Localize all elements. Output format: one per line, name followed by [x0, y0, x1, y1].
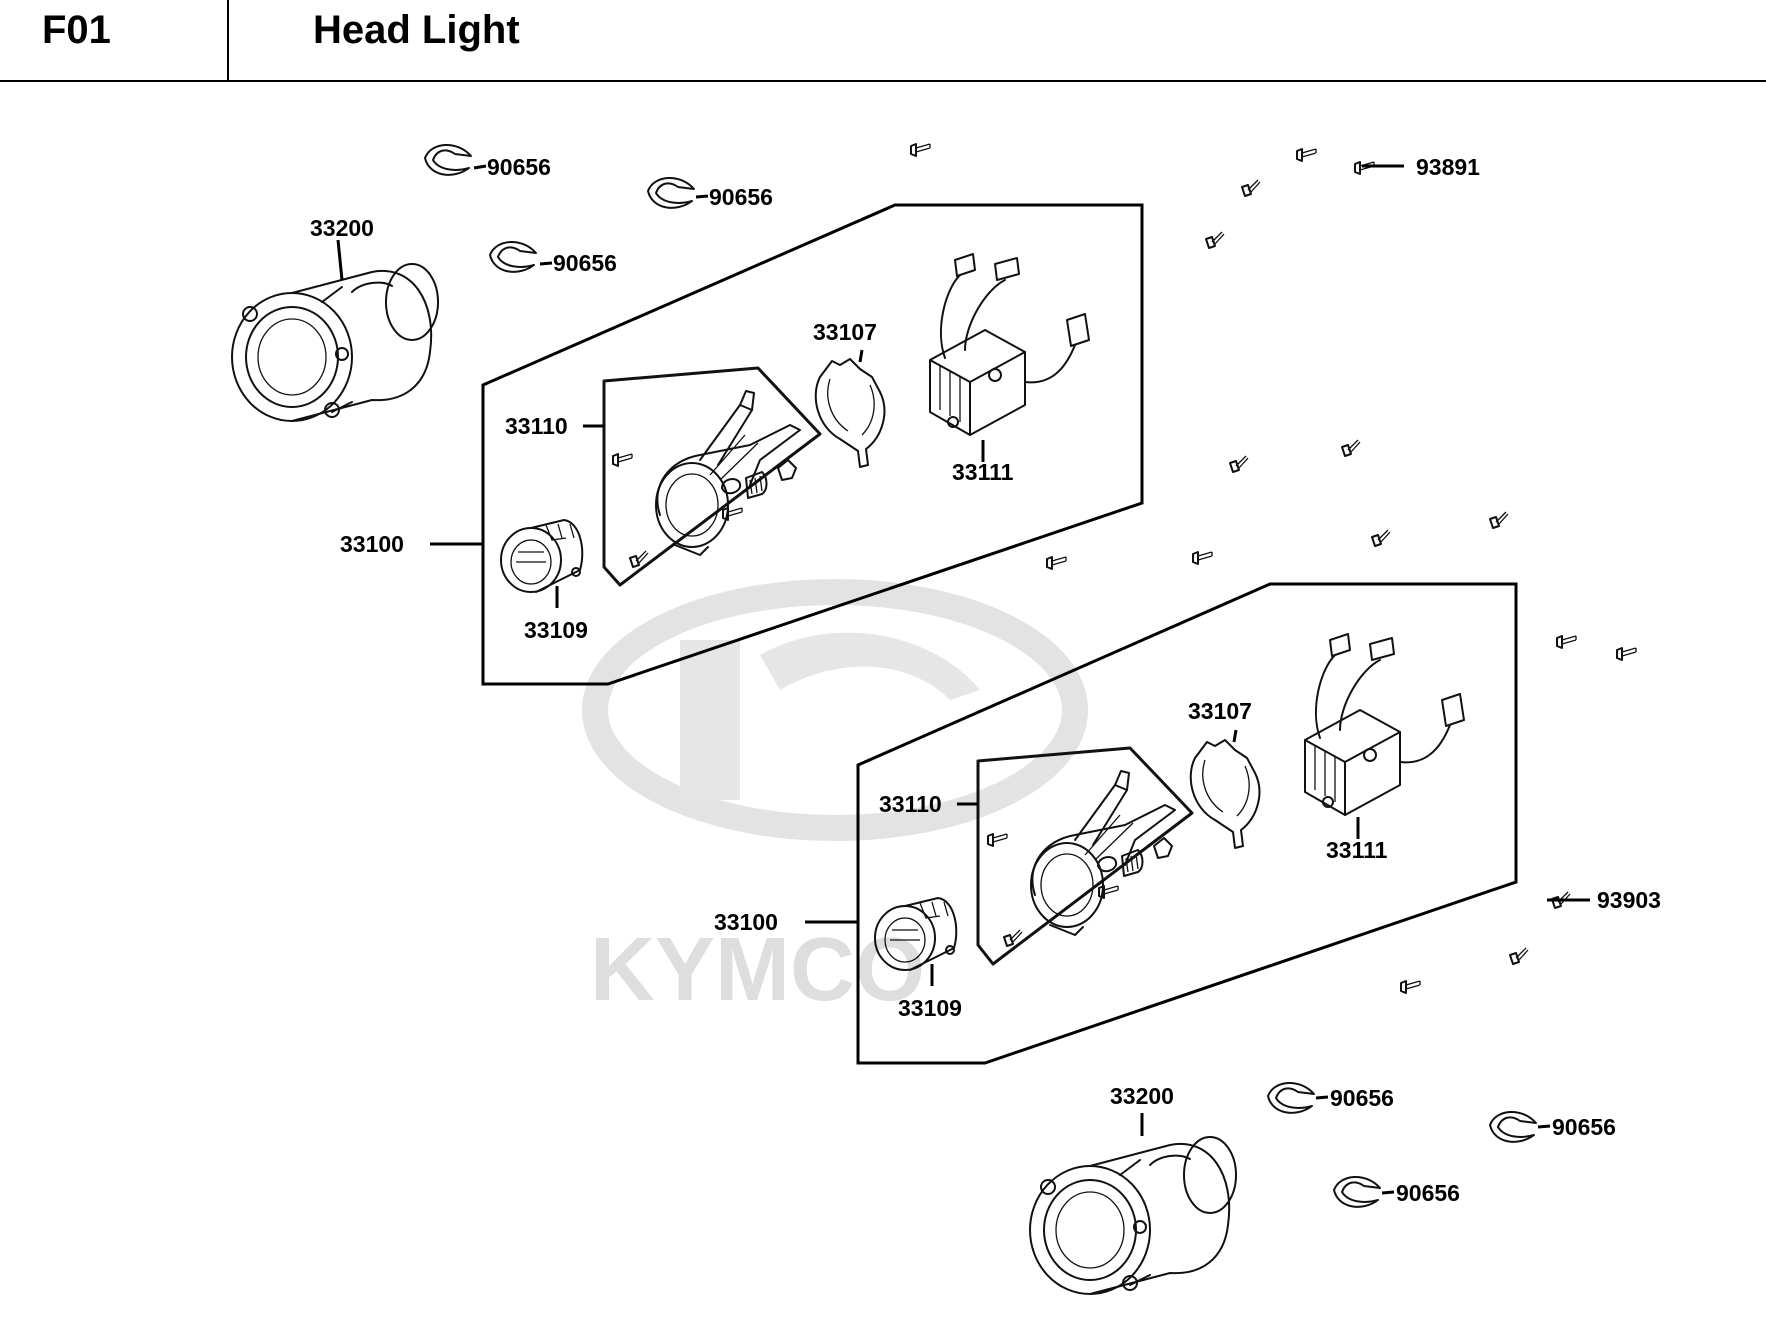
- part-label-90656: 90656: [553, 250, 617, 276]
- screw-part: [987, 833, 1008, 847]
- part-label-33110: 33110: [505, 413, 568, 439]
- screw-part: [1046, 556, 1067, 570]
- part-label-33110: 33110: [879, 791, 942, 817]
- part-label-90656: 90656: [1330, 1085, 1394, 1111]
- leader-lines: [336, 164, 1590, 1195]
- part-label-33111: 33111: [1326, 837, 1388, 863]
- part-label-33100: 33100: [714, 909, 778, 935]
- header-divider: [227, 0, 229, 82]
- part-label-33100: 33100: [340, 531, 404, 557]
- lower-bracket: [1030, 770, 1176, 936]
- lower-assembly-frame: [856, 582, 1518, 1065]
- part-label-90656: 90656: [709, 184, 773, 210]
- header-bar: F01 Head Light: [0, 0, 1766, 82]
- part-label-93903: 93903: [1597, 887, 1661, 913]
- part-label-90656: 90656: [487, 154, 551, 180]
- screw-part: [1556, 635, 1577, 649]
- part-label-90656: 90656: [1552, 1114, 1616, 1140]
- watermark-text: KYMCO: [590, 920, 925, 1020]
- screw-part: [1296, 148, 1317, 162]
- bolt-part: [1341, 439, 1361, 457]
- bolt-part: [1489, 511, 1509, 529]
- lower-headlight-unit: [1029, 1136, 1237, 1295]
- clip-part: [647, 176, 695, 209]
- clip-part: [489, 240, 537, 273]
- screw-part: [612, 453, 633, 467]
- exploded-parts-diagram: KYMCO: [231, 143, 1661, 1295]
- upper-headlight-unit: [231, 263, 439, 422]
- upper-ring: [814, 358, 886, 468]
- screw-part: [910, 143, 931, 157]
- kymco-watermark: KYMCO: [582, 579, 1088, 1020]
- bolt-part: [1509, 947, 1529, 965]
- upper-lens-unit: [500, 519, 584, 593]
- screw-part: [1354, 161, 1375, 175]
- screw-part: [1400, 980, 1421, 994]
- clip-part: [1267, 1081, 1315, 1114]
- part-label-33200: 33200: [1110, 1083, 1174, 1109]
- part-label-33109: 33109: [524, 617, 588, 643]
- upper-bracket: [655, 390, 801, 556]
- upper-ballast: [929, 253, 1090, 436]
- lower-ballast: [1304, 633, 1465, 816]
- part-label-33107: 33107: [813, 319, 877, 345]
- clip-part: [1333, 1175, 1381, 1208]
- bolt-part: [1229, 455, 1249, 473]
- part-label-93891: 93891: [1416, 154, 1480, 180]
- lower-ring: [1189, 739, 1261, 849]
- part-label-33200: 33200: [310, 215, 374, 241]
- bolt-part: [1241, 179, 1261, 197]
- screw-part: [722, 507, 743, 521]
- page-title: Head Light: [313, 8, 520, 52]
- clip-part: [1489, 1110, 1537, 1143]
- upper-assembly-frame: [481, 203, 1144, 686]
- part-label-33111: 33111: [952, 459, 1014, 485]
- bolt-part: [1371, 529, 1391, 547]
- screw-part: [1616, 647, 1637, 661]
- upper-bracket-frame-outline: [602, 366, 822, 587]
- part-label-33109: 33109: [898, 995, 962, 1021]
- bolt-part: [1205, 231, 1225, 249]
- section-code: F01: [42, 8, 111, 52]
- screw-part: [1192, 551, 1213, 565]
- part-label-33107: 33107: [1188, 698, 1252, 724]
- part-label-90656: 90656: [1396, 1180, 1460, 1206]
- clip-part: [424, 143, 472, 176]
